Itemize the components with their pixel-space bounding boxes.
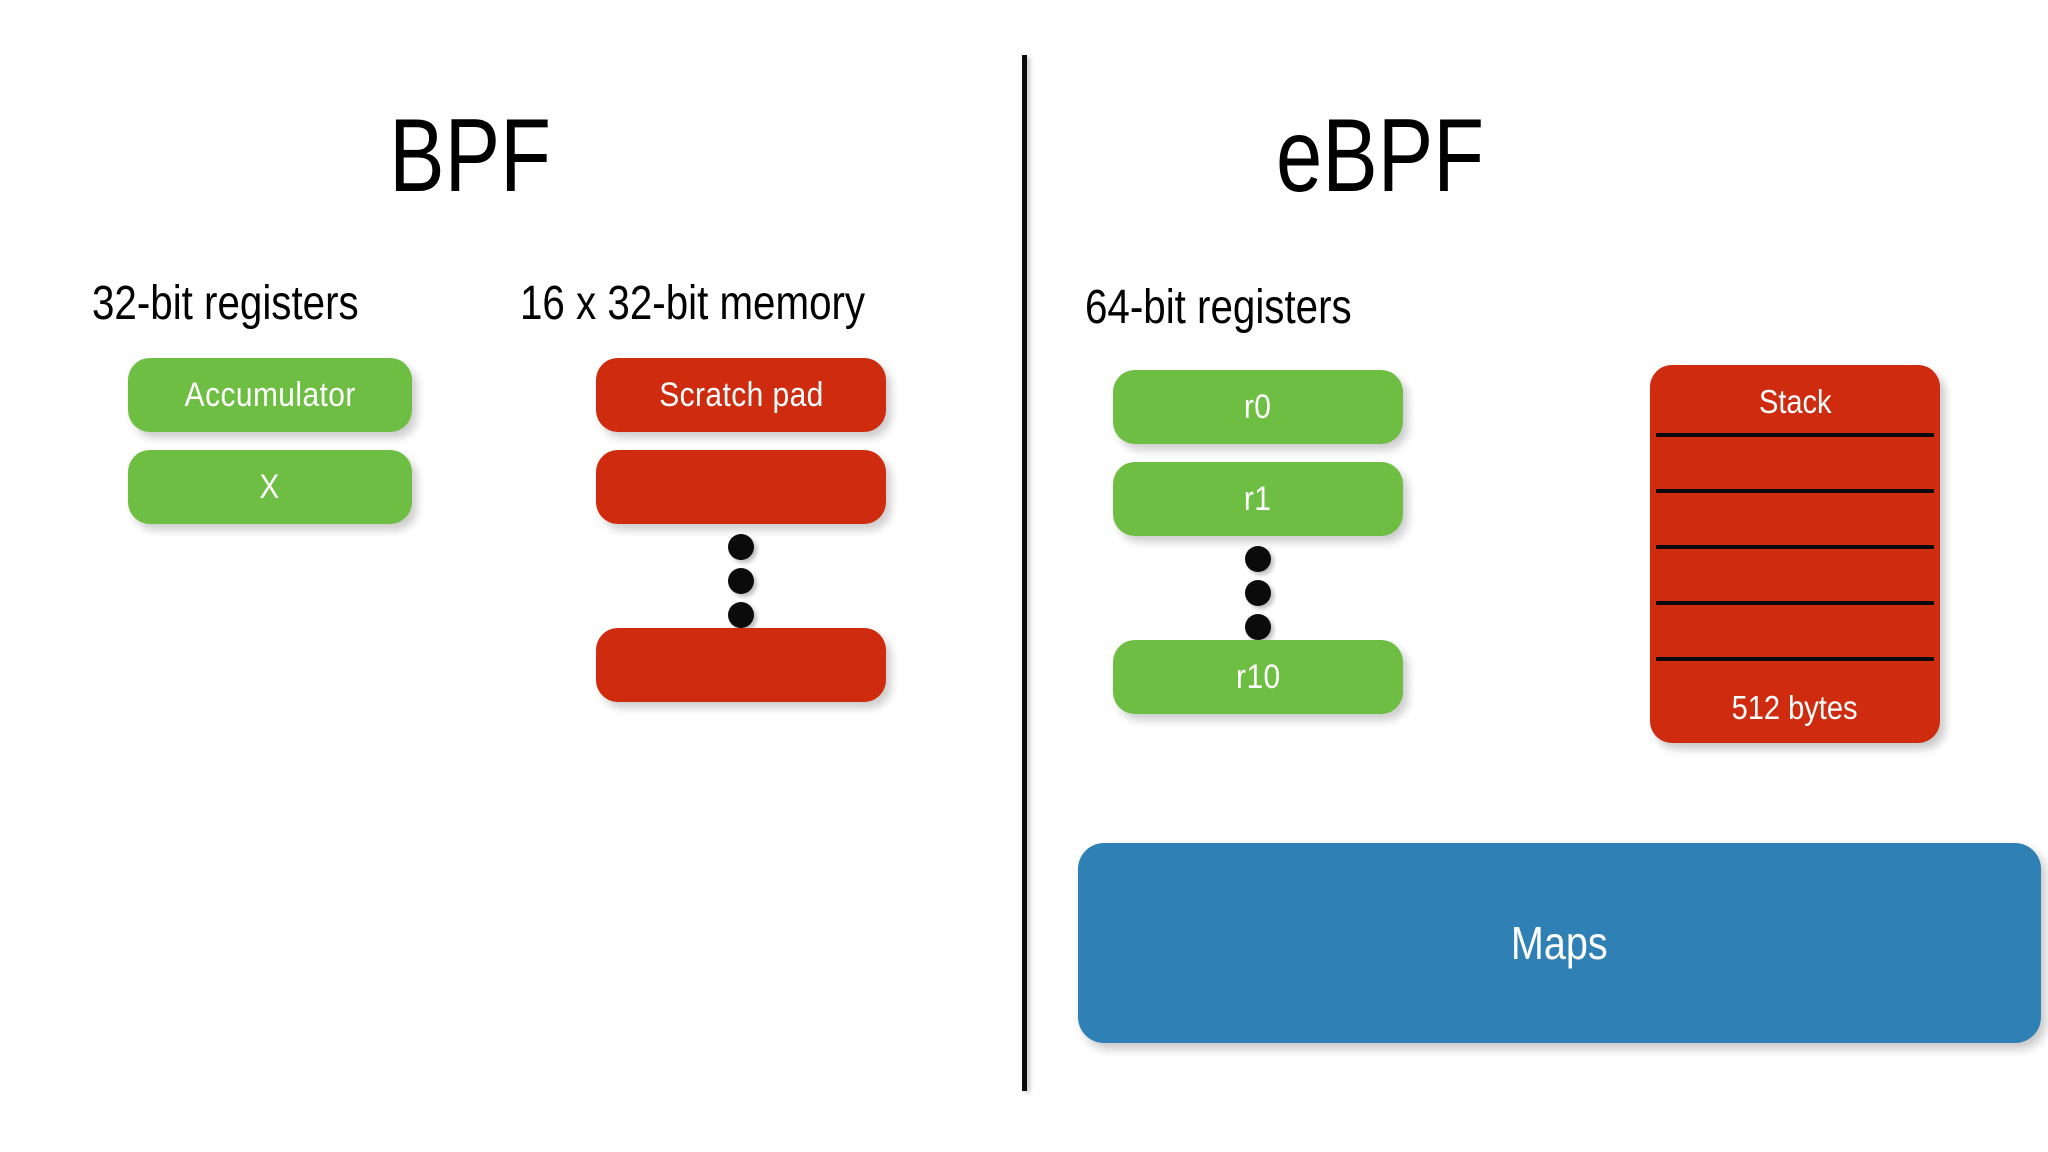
ellipsis-dot: [728, 568, 754, 594]
ellipsis-dot: [728, 602, 754, 628]
stack-divider-line: [1656, 433, 1934, 437]
page-title-bpf: BPF: [389, 98, 551, 214]
bpf-memory-header: 16 x 32-bit memory: [520, 277, 866, 330]
ellipsis-dot: [728, 534, 754, 560]
bpf-memory-box-scratch-pad[interactable]: Scratch pad: [596, 358, 886, 432]
ebpf-stack-title: Stack: [1650, 383, 1940, 421]
bpf-register-box-accumulator[interactable]: Accumulator: [128, 358, 412, 432]
ebpf-stack-size: 512 bytes: [1650, 689, 1940, 727]
ebpf-stack-box[interactable]: Stack 512 bytes: [1650, 365, 1940, 743]
ebpf-register-box-r0[interactable]: r0: [1113, 370, 1403, 444]
stack-divider-line: [1656, 545, 1934, 549]
bpf-memory-label-scratch-pad: Scratch pad: [658, 375, 824, 414]
ebpf-maps-box[interactable]: Maps: [1078, 843, 2041, 1043]
stack-divider-line: [1656, 657, 1934, 661]
panel-divider: [1022, 55, 1027, 1091]
ellipsis-dot: [1245, 580, 1271, 606]
ellipsis-dot: [1245, 546, 1271, 572]
bpf-memory-ellipsis-icon: [728, 534, 754, 628]
ebpf-register-label-r1: r1: [1244, 479, 1272, 518]
bpf-register-box-x[interactable]: X: [128, 450, 412, 524]
ebpf-stack-title-text: Stack: [1758, 383, 1832, 420]
stack-divider-line: [1656, 601, 1934, 605]
bpf-memory-box-last[interactable]: [596, 628, 886, 702]
ebpf-registers-header: 64-bit registers: [1085, 281, 1352, 334]
bpf-registers-header: 32-bit registers: [92, 277, 359, 330]
ebpf-registers-ellipsis-icon: [1245, 546, 1271, 640]
ebpf-register-label-r10: r10: [1235, 657, 1281, 696]
stack-divider-line: [1656, 489, 1934, 493]
bpf-register-label-x: X: [259, 467, 281, 506]
bpf-memory-box-2[interactable]: [596, 450, 886, 524]
ebpf-register-label-r0: r0: [1244, 387, 1272, 426]
page-title-ebpf: eBPF: [1275, 98, 1485, 214]
bpf-register-label-accumulator: Accumulator: [184, 375, 356, 414]
ebpf-register-box-r1[interactable]: r1: [1113, 462, 1403, 536]
ebpf-maps-label: Maps: [1511, 917, 1608, 969]
ebpf-register-box-r10[interactable]: r10: [1113, 640, 1403, 714]
ellipsis-dot: [1245, 614, 1271, 640]
ebpf-stack-size-text: 512 bytes: [1732, 689, 1858, 726]
